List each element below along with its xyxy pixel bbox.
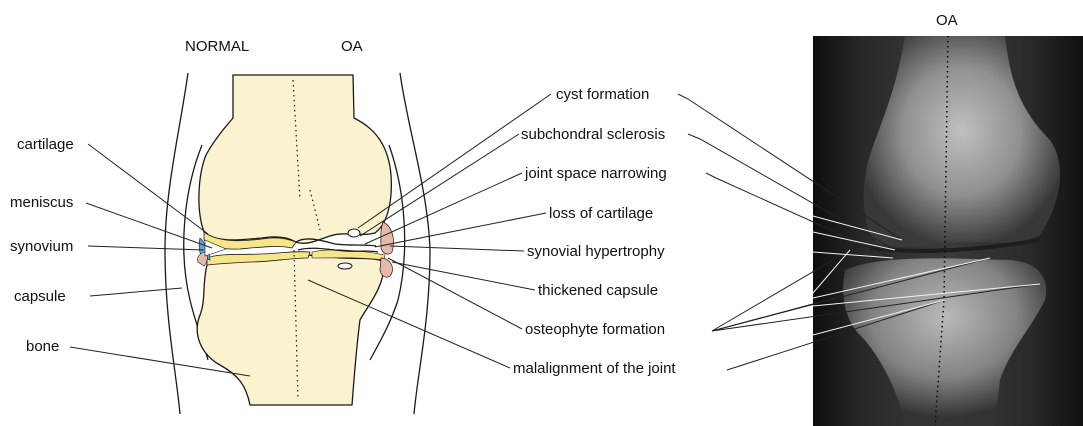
- label-thickened-capsule: thickened capsule: [538, 282, 658, 299]
- femur-bone: [199, 75, 391, 243]
- leader-capsule-to-diagram: [392, 262, 535, 290]
- xray-image: [813, 36, 1083, 426]
- leader-capsule: [90, 288, 182, 296]
- title-normal: NORMAL: [185, 38, 249, 55]
- label-loss-of-cartilage: loss of cartilage: [549, 205, 653, 222]
- title-oa: OA: [341, 38, 363, 55]
- leader-osteophyte-to-diagram: [388, 258, 522, 329]
- label-subchondral-sclerosis: subchondral sclerosis: [521, 126, 665, 143]
- leader-synovial-to-diagram: [390, 246, 524, 251]
- thickened-capsule-pink: [380, 258, 392, 277]
- label-malalignment: malalignment of the joint: [513, 360, 676, 377]
- label-synovium: synovium: [10, 238, 73, 255]
- leader-cartilage-loss-to-diagram: [375, 213, 546, 247]
- label-cartilage: cartilage: [17, 136, 74, 153]
- title-oa-xray: OA: [936, 12, 958, 29]
- label-cyst-formation: cyst formation: [556, 86, 649, 103]
- label-osteophyte-formation: osteophyte formation: [525, 321, 665, 338]
- synovial-hypertrophy: [381, 222, 394, 254]
- leader-cartilage: [88, 144, 208, 234]
- label-synovial-hypertrophy: synovial hypertrophy: [527, 243, 665, 260]
- leader-meniscus: [86, 203, 212, 248]
- label-capsule: capsule: [14, 288, 66, 305]
- label-meniscus: meniscus: [10, 194, 73, 211]
- label-bone: bone: [26, 338, 59, 355]
- tibia-bone: [197, 255, 385, 405]
- cyst-small: [338, 263, 352, 269]
- leader-synovium: [88, 246, 204, 250]
- cyst: [348, 229, 360, 237]
- label-joint-space-narrowing: joint space narrowing: [524, 165, 667, 182]
